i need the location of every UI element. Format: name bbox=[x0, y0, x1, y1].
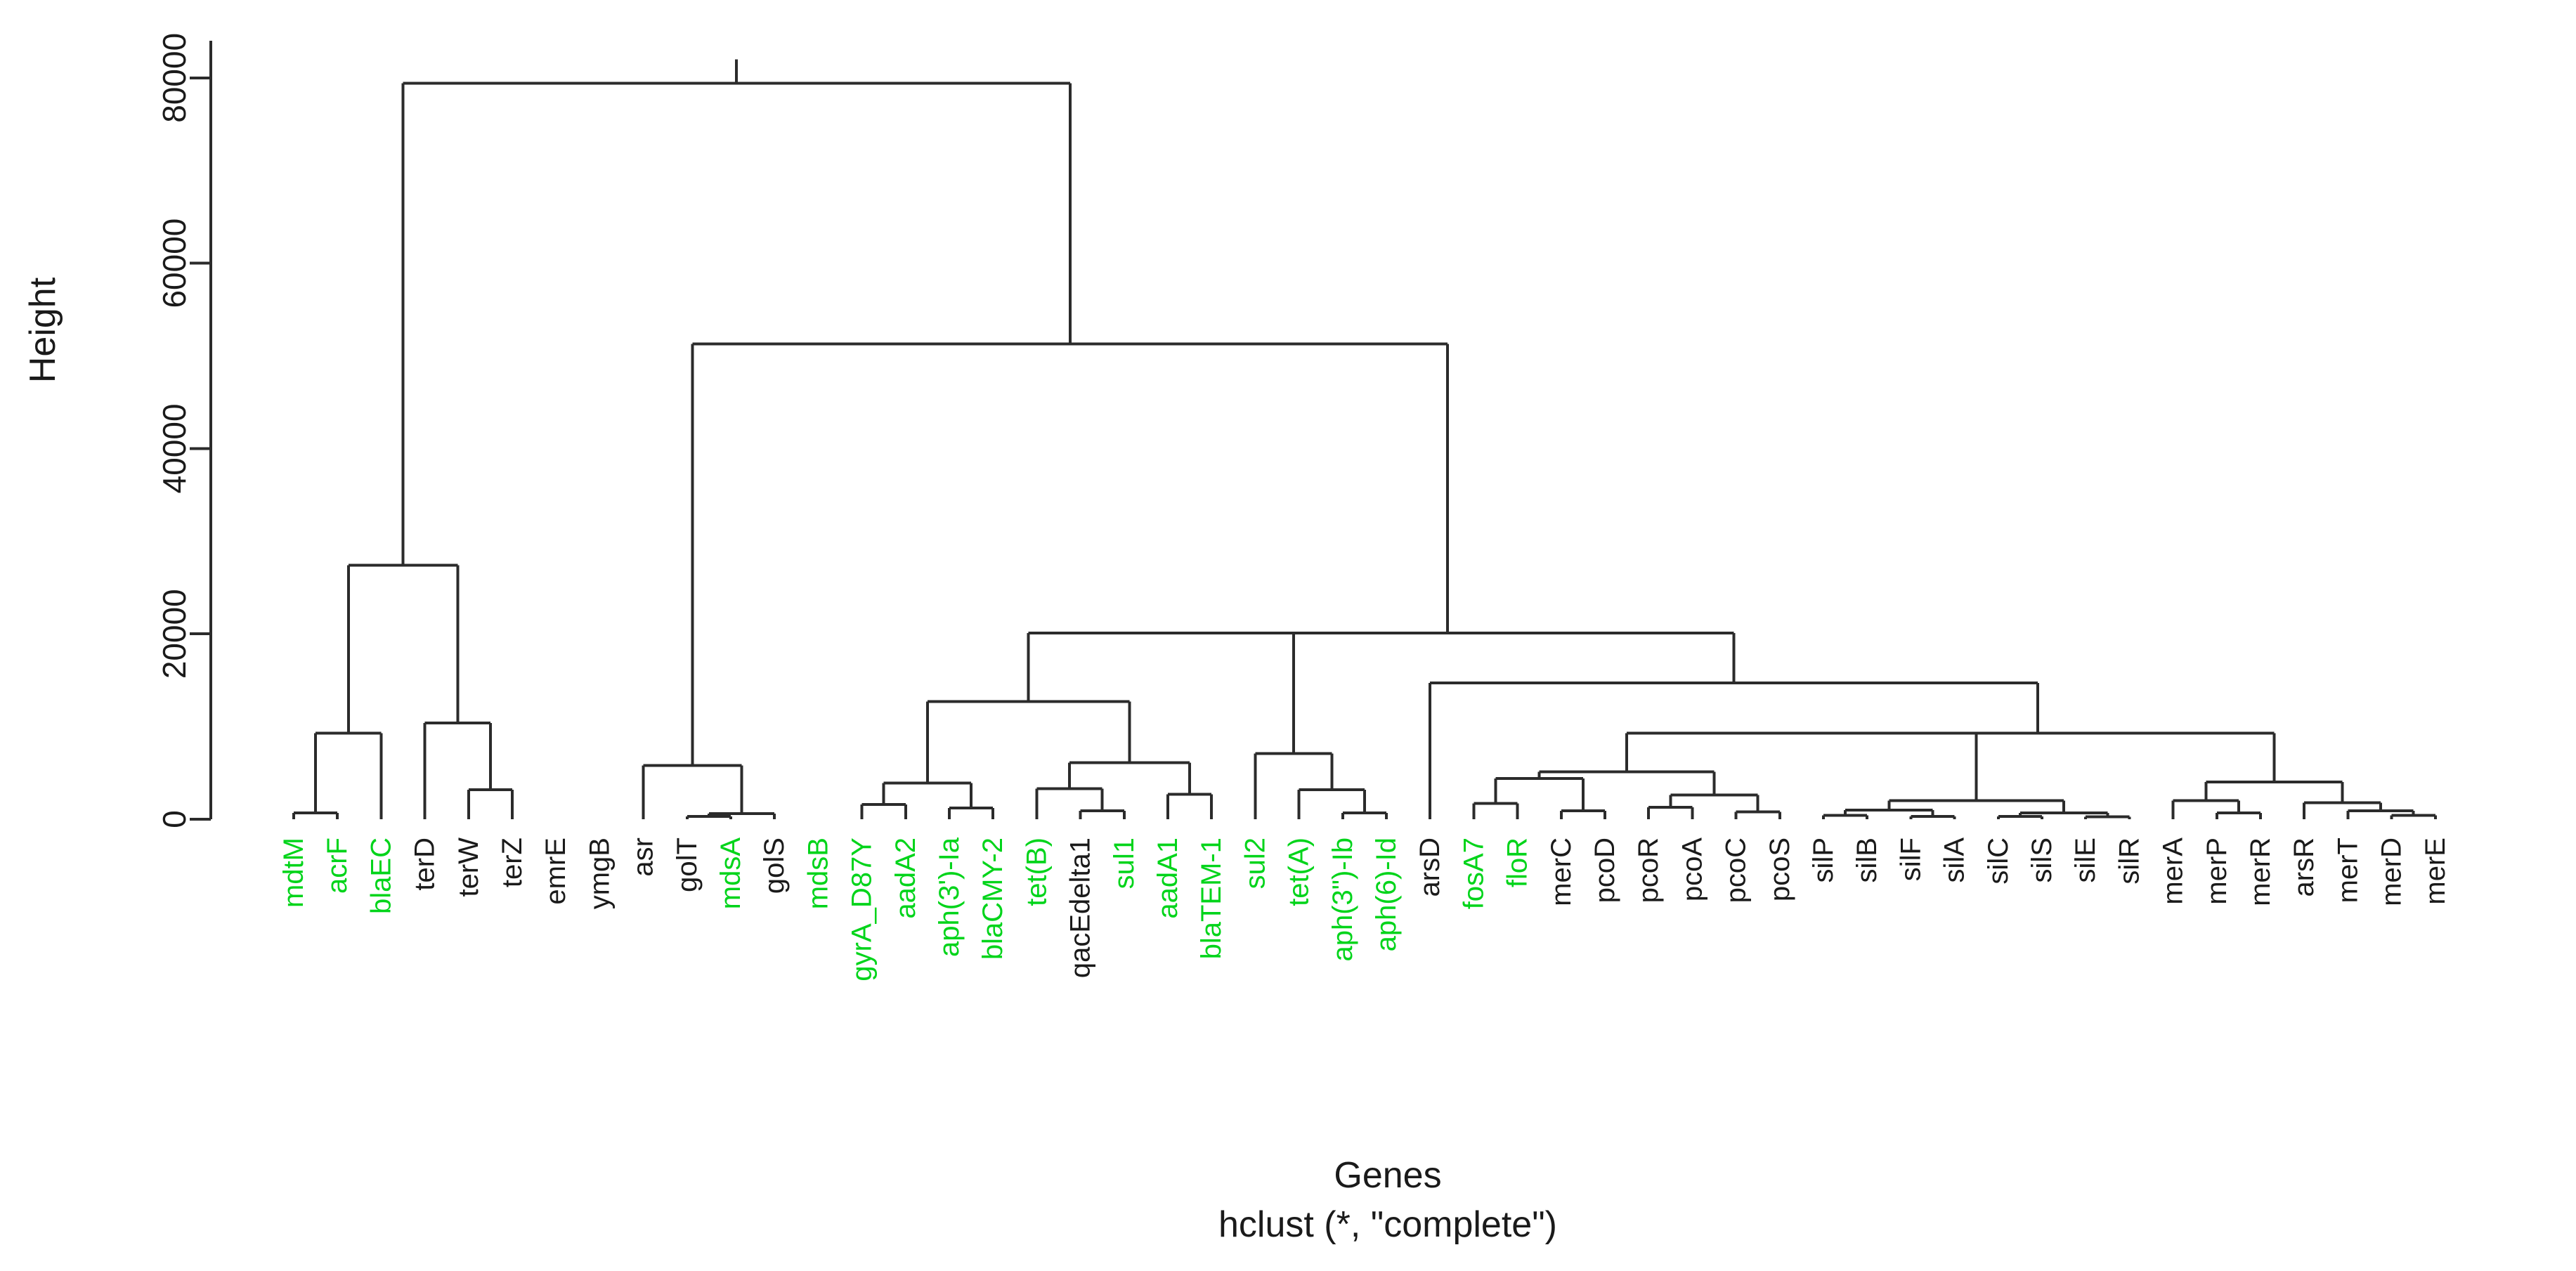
leaf-label[interactable]: golS bbox=[759, 837, 790, 894]
dendrogram-link bbox=[346, 563, 460, 734]
chart-subtitle: hclust (*, "complete") bbox=[1218, 1204, 1557, 1245]
leaf-label[interactable]: silS bbox=[2027, 837, 2057, 882]
dendrogram-link bbox=[1559, 809, 1606, 819]
dendrogram-link bbox=[1909, 815, 1956, 819]
leaf-label[interactable]: golT bbox=[672, 837, 703, 892]
dendrogram-link bbox=[1079, 809, 1126, 819]
x-axis-title: Genes bbox=[1334, 1155, 1441, 1196]
dendrogram-link bbox=[1647, 805, 1694, 819]
leaf-label[interactable]: arsD bbox=[1414, 837, 1445, 897]
dendrogram-link bbox=[1254, 752, 1334, 819]
leaf-label[interactable]: emrE bbox=[540, 837, 571, 905]
dendrogram-link bbox=[1669, 793, 1759, 812]
leaf-label[interactable]: blaCMY-2 bbox=[977, 837, 1008, 960]
dendrogram-link bbox=[2084, 815, 2131, 819]
dendrogram-link bbox=[642, 764, 743, 819]
leaf-label[interactable]: aadA1 bbox=[1152, 837, 1183, 919]
leaf-label[interactable]: arsR bbox=[2289, 837, 2320, 897]
y-tick-label: 20000 bbox=[156, 589, 193, 679]
leaf-label[interactable]: merR bbox=[2245, 837, 2276, 906]
leaf-label[interactable]: aph(3')-Ia bbox=[934, 837, 965, 957]
leaf-label[interactable]: terW bbox=[453, 837, 484, 897]
leaf-label[interactable]: floR bbox=[1502, 837, 1533, 887]
leaf-label[interactable]: mdsA bbox=[715, 837, 746, 910]
leaf-label[interactable]: merP bbox=[2201, 837, 2232, 905]
leaf-label[interactable]: mdtM bbox=[278, 837, 309, 908]
leaf-label[interactable]: merC bbox=[1546, 837, 1577, 906]
dendrogram-link bbox=[1734, 810, 1781, 819]
dendrogram-link bbox=[860, 802, 907, 819]
dendrogram-link bbox=[1625, 731, 1978, 801]
leaf-label[interactable]: silB bbox=[1852, 837, 1882, 882]
y-tick-label: 40000 bbox=[156, 403, 193, 493]
leaf-label[interactable]: blaTEM-1 bbox=[1196, 837, 1227, 959]
y-axis-title: Height bbox=[22, 277, 63, 383]
leaf-label[interactable]: silF bbox=[1895, 837, 1926, 881]
leaf-label[interactable]: pcoD bbox=[1589, 837, 1620, 903]
dendrogram-link bbox=[423, 721, 492, 819]
leaf-label[interactable]: ymgB bbox=[584, 837, 615, 909]
dendrogram-link bbox=[467, 788, 514, 819]
leaf-label[interactable]: blaEC bbox=[365, 837, 396, 914]
dendrogram-link bbox=[2171, 799, 2240, 819]
dendrogram-link bbox=[948, 807, 995, 819]
leaf-label[interactable]: merE bbox=[2420, 837, 2451, 905]
leaf-label[interactable]: merD bbox=[2376, 837, 2407, 906]
dendrogram-link bbox=[1494, 776, 1585, 812]
y-tick-label: 0 bbox=[156, 810, 193, 828]
leaf-label[interactable]: tet(A) bbox=[1284, 837, 1315, 906]
leaf-label[interactable]: merT bbox=[2332, 837, 2363, 903]
leaf-label[interactable]: pcoA bbox=[1677, 837, 1707, 901]
dendrogram-link bbox=[1166, 793, 1214, 819]
dendrogram-link bbox=[2215, 811, 2262, 819]
dendrogram-link bbox=[1801, 731, 2276, 783]
leaf-label[interactable]: pcoR bbox=[1633, 837, 1664, 903]
leaf-label[interactable]: asr bbox=[628, 837, 659, 877]
y-axis: 0 20000 40000 60000 80000 bbox=[156, 33, 212, 828]
leaf-label[interactable]: aph(6)-Id bbox=[1371, 837, 1402, 951]
leaf-label[interactable]: gyrA_D87Y bbox=[847, 837, 878, 982]
leaf-label[interactable]: silA bbox=[1939, 837, 1970, 883]
dendrogram-link bbox=[925, 700, 1131, 783]
leaf-label[interactable]: mdsB bbox=[802, 837, 833, 909]
leaf-label[interactable]: fosA7 bbox=[1458, 837, 1489, 909]
dendrogram-link bbox=[1161, 631, 1736, 684]
leaf-label[interactable]: silE bbox=[2070, 837, 2101, 882]
dendrogram-branches bbox=[292, 59, 2437, 819]
leaf-label[interactable]: aadA2 bbox=[890, 837, 921, 919]
leaf-label[interactable]: acrF bbox=[322, 837, 353, 894]
leaf-label[interactable]: silC bbox=[1983, 837, 2014, 885]
dendrogram-link bbox=[1537, 770, 1716, 795]
dendrogram-link bbox=[1472, 802, 1519, 819]
leaf-label[interactable]: pcoS bbox=[1764, 837, 1795, 901]
leaf-label[interactable]: sul2 bbox=[1240, 837, 1270, 889]
leaf-label[interactable]: tet(B) bbox=[1021, 837, 1052, 906]
leaf-label[interactable]: qacEdelta1 bbox=[1065, 837, 1096, 978]
dendrogram-link bbox=[1429, 682, 2040, 819]
leaf-label[interactable]: silR bbox=[2114, 837, 2145, 885]
leaf-label[interactable]: silP bbox=[1808, 837, 1839, 882]
dendrogram-link bbox=[1822, 814, 1869, 819]
dendrogram-link bbox=[2390, 814, 2437, 819]
leaf-label[interactable]: merA bbox=[2158, 837, 2189, 905]
y-tick-label: 60000 bbox=[156, 219, 193, 308]
y-tick-label: 80000 bbox=[156, 33, 193, 123]
dendrogram-link bbox=[1341, 811, 1388, 819]
dendrogram-link bbox=[1297, 788, 1366, 819]
dendrogram-link bbox=[1035, 787, 1104, 819]
dendrogram-link bbox=[314, 731, 383, 819]
dendrogram-link bbox=[292, 811, 339, 819]
dendrogram-link bbox=[1027, 631, 1295, 754]
dendrogram-link bbox=[685, 815, 732, 819]
leaf-label[interactable]: sul1 bbox=[1109, 837, 1140, 889]
leaf-label[interactable]: terD bbox=[410, 837, 441, 891]
leaf-label[interactable]: terZ bbox=[497, 837, 528, 887]
leaf-label[interactable]: pcoC bbox=[1721, 837, 1752, 903]
leaf-label[interactable]: aph(3")-Ib bbox=[1327, 837, 1358, 962]
dendrogram-link bbox=[1996, 815, 2043, 819]
dendrogram-link bbox=[401, 82, 1072, 566]
